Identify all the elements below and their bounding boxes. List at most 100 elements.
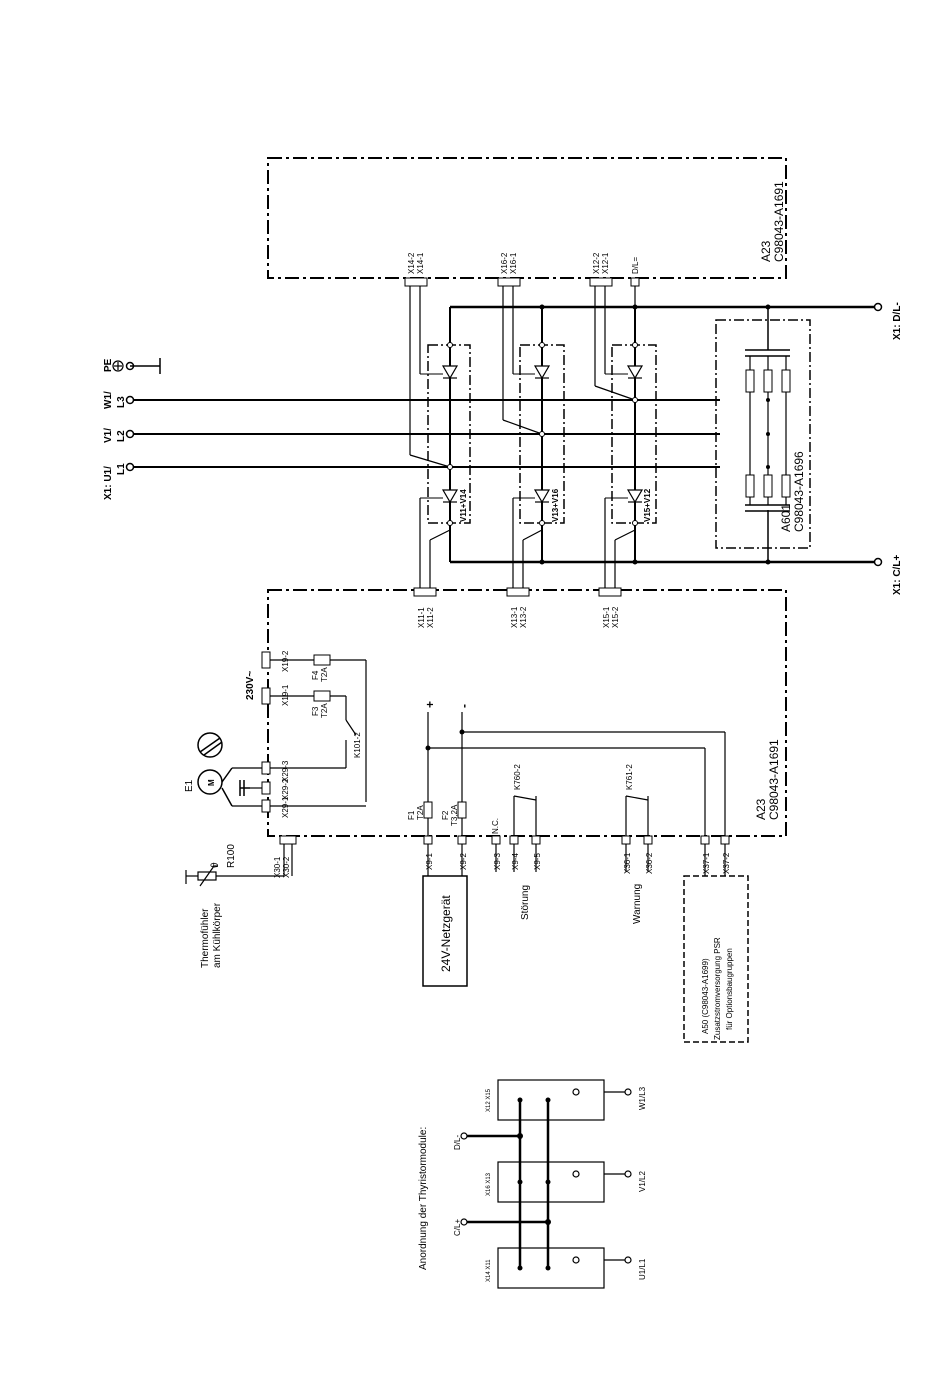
label-x1-cl: X1: C/L+ [892,555,903,595]
label-v11-v14: V11+V14 [459,489,468,522]
supply-wires [427,712,726,840]
label-a601: A601 [779,504,793,532]
label-thermo-1: Thermofühler [200,908,211,968]
label-f4-rating: T2A [320,667,329,682]
label-warnung: Warnung [632,884,643,924]
x29-connectors [261,761,271,813]
label-netzgeraet: 24V-Netzgerät [439,895,453,972]
label-l3: L3 [116,396,127,408]
bottom-terminals [423,835,730,845]
label-x15-2: X15-2 [611,606,620,628]
arrangement-phase-wires [604,1091,625,1261]
label-w1l3: W1/L3 [638,1086,647,1110]
label-x36-1: X36-1 [623,852,632,874]
label-f1-rating: T2A [416,805,425,820]
supply-junctions [425,729,465,751]
a23-upper-box [267,157,787,279]
a23-lower-part: C98043-A1691 [767,739,781,820]
a23-upper-part: C98043-A1691 [772,181,786,262]
dc-bus [450,305,876,564]
module-arrangement [497,1079,605,1289]
label-v13-v16: V13+V16 [551,488,560,522]
label-x37-2: X37-2 [722,852,731,874]
label-plus: + [423,701,437,708]
label-a50-3: für Optionsbaugruppen [725,948,734,1030]
label-k760-2: K760-2 [513,764,522,790]
label-x9-3: X9-3 [493,853,502,870]
label-x30-1: X30-1 [273,856,282,878]
label-x1-dl: X1: D/L- [892,302,903,340]
upper-connectors [404,277,640,287]
label-stoerung: Störung [520,885,531,920]
fuses-f1-f2 [423,801,467,819]
a601-module [715,307,811,562]
label-x11-1: X11-1 [417,607,426,628]
label-x13-1: X13-1 [510,606,519,628]
label-k761-2: K761-2 [625,764,634,790]
label-nc: N.C. [491,818,500,834]
label-dl-minus: D/L- [453,1135,462,1150]
a50-box [683,875,749,1043]
label-theta: ϑ [210,862,221,868]
label-f2: F2 [441,810,450,820]
label-x19-1: X19-1 [281,684,290,706]
label-l1: L1 [116,463,127,475]
label-thermo-2: am Kühlkörper [212,902,223,968]
label-x12-2: X12-2 [592,252,601,274]
label-k101-2: K101-2 [353,732,362,758]
netzgeraet-box [422,875,468,987]
label-f4: F4 [311,670,320,680]
x29-wires [232,767,366,807]
upper-gate-wires [409,286,636,455]
label-x12-1: X12-1 [601,252,610,274]
arrangement-dots [517,1097,551,1271]
relay-contacts [513,795,649,840]
label-f3: F3 [311,706,320,716]
label-l2: L2 [116,430,127,442]
label-pe: PE [103,358,114,372]
label-f1: F1 [407,810,416,820]
thyristor-module-v11-v14 [420,307,471,562]
thermistor-icon [185,844,293,887]
label-x9-5: X9-5 [533,853,542,870]
label-e1: E1 [184,779,195,792]
label-c98043-a1696: C98043-A1696 [792,451,806,532]
label-v1l2: V1/L2 [638,1171,647,1192]
x19-connectors [261,651,271,705]
thyristor-module-v13-v16 [513,307,565,562]
label-v1: V1/ [103,428,114,443]
lower-connectors [413,587,622,597]
label-x29-2: X29-2 [281,778,290,800]
label-dl-eq: D/L= [631,257,640,274]
fan-motor-icon [197,732,250,807]
label-x15-1: X15-1 [602,606,611,628]
label-f3-rating: T2A [320,703,329,718]
label-minus: - [457,704,471,708]
label-x9-1: X9-1 [425,853,434,870]
lower-gate-wires [419,498,636,588]
dc-terminals [873,302,883,567]
label-x9-2: X9-2 [459,853,468,870]
a23-upper-label: A23 [759,240,773,262]
label-arr-x12: X12 X15 [486,1088,492,1112]
a23-lower-label: A23 [754,798,768,820]
label-x36-2: X36-2 [645,852,654,874]
label-x16-2: X16-2 [500,252,509,274]
label-230v: 230V~ [245,671,256,700]
label-x29-3: X29-3 [281,760,290,782]
label-arr-x14: X14 X11 [486,1259,492,1282]
fuses-f3-f4 [313,654,331,702]
mains-lines [130,399,720,468]
label-x19-2: X19-2 [281,650,290,672]
label-a50-1: A50 (C98043-A1699) [701,958,710,1034]
label-w1: W1/ [103,391,114,409]
label-f2-rating: T3,2A [450,804,459,826]
label-x13-2: X13-2 [519,606,528,628]
label-x14-2: X14-2 [407,252,416,274]
pe-line [130,358,161,374]
gate-diagonals [409,385,636,468]
label-m: M [207,779,216,786]
label-x29-1: X29-1 [281,796,290,818]
label-a50-2: Zusatzstromversorgung PSR [713,937,722,1040]
